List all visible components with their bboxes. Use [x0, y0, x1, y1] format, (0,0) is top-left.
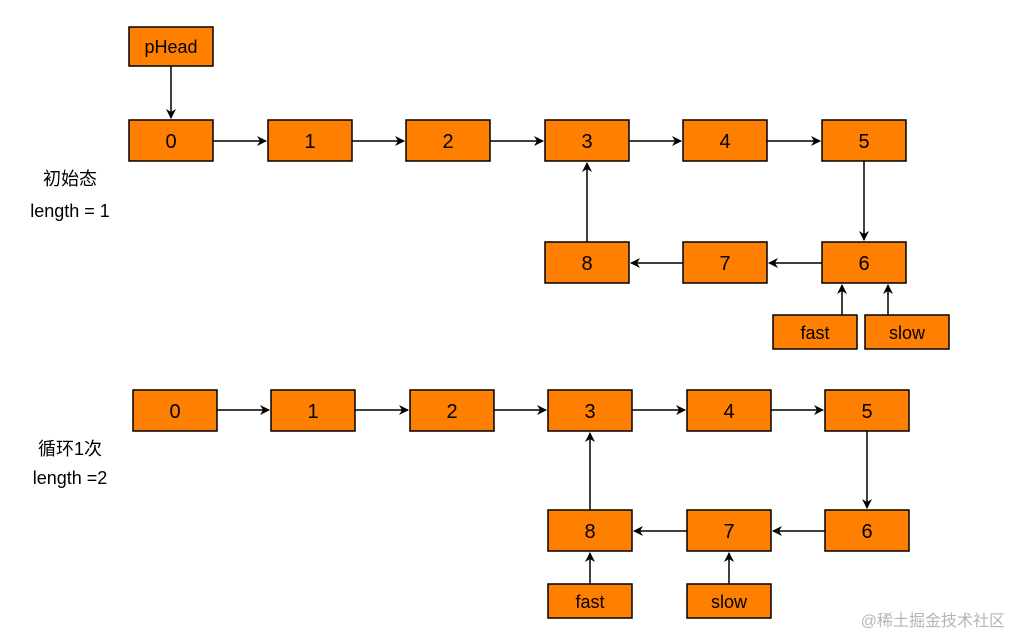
bottom-state: 0 1 2 3 4 5 8 7 6 fast slow	[132, 389, 910, 619]
top-node-6-box	[821, 241, 907, 284]
top-slow-box	[864, 314, 950, 350]
top-node-2: 2	[442, 131, 453, 153]
bottom-state-title: 循环1次	[37, 439, 102, 459]
top-node-0: 0	[165, 131, 176, 153]
bottom-node-5: 5	[861, 401, 872, 423]
bottom-node-6: 6	[861, 521, 872, 543]
top-node-1: 1	[304, 131, 315, 153]
top-state: pHead 0 1 2 3 4 5 8 7 6 fast	[128, 26, 950, 350]
bottom-slow-box	[686, 583, 772, 619]
bottom-state-length: length =2	[32, 468, 108, 488]
bottom-node-2-box	[409, 389, 495, 432]
top-node-1-box	[267, 119, 353, 162]
bottom-slow-label: slow	[711, 592, 748, 612]
bottom-node-4: 4	[723, 401, 734, 423]
top-node-4: 4	[719, 131, 730, 153]
top-node-3: 3	[581, 131, 592, 153]
watermark: @稀土掘金技术社区	[860, 613, 1005, 630]
top-node-8: 8	[581, 253, 592, 275]
top-state-title: 初始态	[43, 169, 97, 189]
bottom-node-3: 3	[584, 401, 595, 423]
top-fast-label: fast	[800, 323, 829, 343]
bottom-node-5-box	[824, 389, 910, 432]
top-node-7: 7	[719, 253, 730, 275]
bottom-node-3-box	[547, 389, 633, 432]
bottom-node-0: 0	[169, 401, 180, 423]
top-state-length: length = 1	[30, 201, 110, 221]
bottom-node-6-box	[824, 509, 910, 552]
top-node-0-box	[128, 119, 214, 162]
bottom-node-1-box	[270, 389, 356, 432]
bottom-node-0-box	[132, 389, 218, 432]
phead-label: pHead	[144, 37, 197, 57]
top-fast-box	[772, 314, 858, 350]
phead-box	[128, 26, 214, 67]
bottom-node-8: 8	[584, 521, 595, 543]
bottom-fast-box	[547, 583, 633, 619]
top-node-5-box	[821, 119, 907, 162]
top-node-8-box	[544, 241, 630, 284]
top-node-6: 6	[858, 253, 869, 275]
bottom-node-8-box	[547, 509, 633, 552]
bottom-node-4-box	[686, 389, 772, 432]
bottom-fast-label: fast	[575, 592, 604, 612]
bottom-node-7: 7	[723, 521, 734, 543]
top-slow-label: slow	[889, 323, 926, 343]
bottom-node-2: 2	[446, 401, 457, 423]
bottom-node-7-box	[686, 509, 772, 552]
top-node-5: 5	[858, 131, 869, 153]
bottom-node-1: 1	[307, 401, 318, 423]
